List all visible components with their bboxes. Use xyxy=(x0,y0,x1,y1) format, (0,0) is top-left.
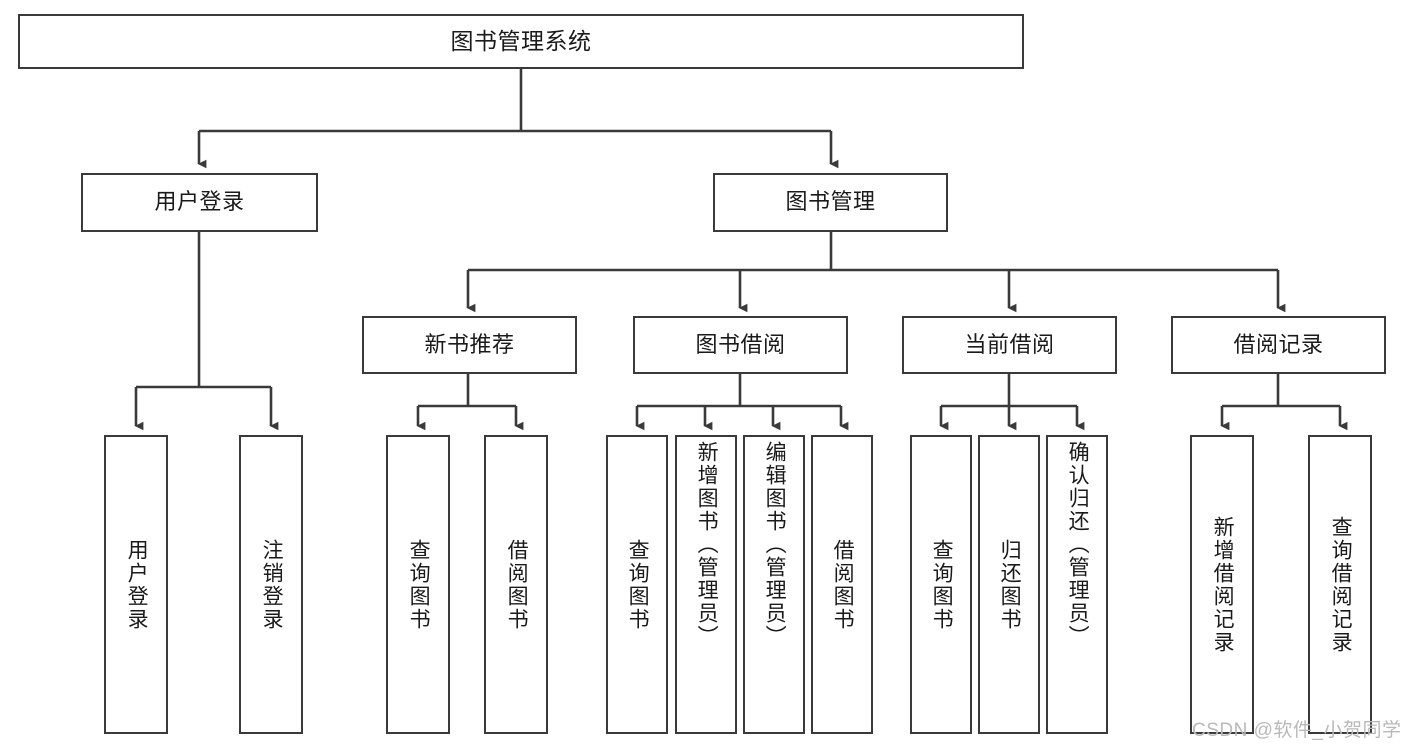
node-leaf-query-book-3[interactable]: 查询图书 xyxy=(910,435,972,734)
node-leaf-user-login-label: 用户登录 xyxy=(125,538,149,631)
node-root[interactable]: 图书管理系统 xyxy=(18,14,1024,69)
csdn-watermark: CSDN @软件_小贺同学 xyxy=(1192,720,1402,741)
node-book-manage-label: 图书管理 xyxy=(785,189,876,215)
node-leaf-confirm-return-label: 确认归还（管理员） xyxy=(1066,441,1090,648)
node-leaf-add-record[interactable]: 新增借阅记录 xyxy=(1190,435,1254,734)
node-leaf-borrow-book-2[interactable]: 借阅图书 xyxy=(811,435,873,734)
node-user-login-label: 用户登录 xyxy=(154,189,245,215)
node-user-login[interactable]: 用户登录 xyxy=(81,173,318,232)
node-leaf-user-login[interactable]: 用户登录 xyxy=(104,435,168,734)
node-leaf-add-book-label: 新增图书（管理员） xyxy=(695,441,719,648)
node-book-borrow-label: 图书借阅 xyxy=(695,331,786,357)
node-new-book-rec[interactable]: 新书推荐 xyxy=(362,316,577,374)
node-leaf-query-record-label: 查询借阅记录 xyxy=(1329,515,1353,654)
node-current-borrow[interactable]: 当前借阅 xyxy=(902,316,1117,374)
node-leaf-logout-label: 注销登录 xyxy=(260,538,284,631)
node-leaf-query-book-2-label: 查询图书 xyxy=(626,538,650,631)
node-book-manage[interactable]: 图书管理 xyxy=(713,173,948,232)
node-borrow-record[interactable]: 借阅记录 xyxy=(1171,316,1386,374)
node-book-borrow[interactable]: 图书借阅 xyxy=(633,316,848,374)
node-leaf-borrow-book-1[interactable]: 借阅图书 xyxy=(484,435,548,734)
node-leaf-return-book-label: 归还图书 xyxy=(998,538,1022,631)
node-current-borrow-label: 当前借阅 xyxy=(964,331,1055,357)
node-leaf-query-record[interactable]: 查询借阅记录 xyxy=(1308,435,1372,734)
node-leaf-query-book-1-label: 查询图书 xyxy=(407,538,431,631)
node-leaf-query-book-2[interactable]: 查询图书 xyxy=(606,435,668,734)
node-root-label: 图书管理系统 xyxy=(450,27,592,54)
node-leaf-edit-book[interactable]: 编辑图书（管理员） xyxy=(743,435,805,734)
node-leaf-borrow-book-2-label: 借阅图书 xyxy=(831,538,855,631)
node-leaf-return-book[interactable]: 归还图书 xyxy=(978,435,1040,734)
node-new-book-rec-label: 新书推荐 xyxy=(424,331,515,357)
node-leaf-logout[interactable]: 注销登录 xyxy=(239,435,303,734)
node-leaf-add-book[interactable]: 新增图书（管理员） xyxy=(675,435,737,734)
node-leaf-confirm-return[interactable]: 确认归还（管理员） xyxy=(1046,435,1108,734)
node-leaf-query-book-3-label: 查询图书 xyxy=(930,538,954,631)
node-leaf-edit-book-label: 编辑图书（管理员） xyxy=(763,441,787,648)
node-leaf-add-record-label: 新增借阅记录 xyxy=(1211,515,1235,654)
node-leaf-borrow-book-1-label: 借阅图书 xyxy=(505,538,529,631)
node-leaf-query-book-1[interactable]: 查询图书 xyxy=(386,435,450,734)
node-borrow-record-label: 借阅记录 xyxy=(1233,331,1324,357)
